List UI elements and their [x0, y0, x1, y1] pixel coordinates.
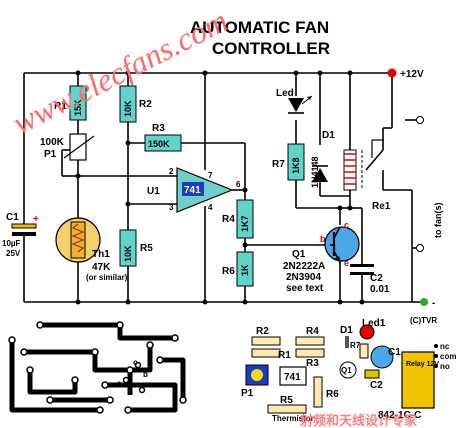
svg-text:Thermistor: Thermistor: [272, 414, 314, 423]
svg-text:3: 3: [169, 203, 174, 212]
svg-text:1K: 1K: [240, 264, 250, 276]
svg-text:100K: 100K: [40, 137, 65, 148]
svg-text:R4: R4: [306, 326, 319, 337]
svg-text:R2: R2: [139, 99, 152, 110]
svg-text:10K: 10K: [123, 245, 133, 262]
svg-text:Q1: Q1: [292, 249, 306, 260]
svg-text:R6: R6: [326, 389, 339, 400]
svg-text:e: e: [344, 258, 349, 268]
svg-text:com: com: [440, 352, 456, 361]
svg-text:25V: 25V: [6, 249, 21, 258]
svg-text:Led1: Led1: [362, 318, 386, 329]
svg-text:1K7: 1K7: [240, 215, 250, 232]
svg-text:15K: 15K: [73, 99, 83, 116]
svg-text:C2: C2: [370, 273, 383, 284]
svg-text:P1: P1: [241, 388, 254, 399]
svg-text:R6: R6: [222, 266, 235, 277]
svg-text:to fan(s): to fan(s): [433, 203, 443, 239]
resistor-r3: 150K R3: [144, 123, 182, 152]
resistor-r1: 15K R1: [54, 85, 87, 121]
svg-text:U1: U1: [147, 186, 160, 197]
resistor-r4: 1K7 R4: [222, 199, 254, 239]
svg-text:2N3904: 2N3904: [286, 272, 321, 283]
svg-text:Relay 12V: Relay 12V: [406, 361, 439, 368]
svg-text:C1: C1: [6, 212, 19, 223]
svg-text:R1: R1: [278, 350, 291, 361]
footer-watermark: 射频和天线设计专家: [299, 413, 418, 428]
svg-text:Led: Led: [276, 88, 294, 99]
svg-text:4: 4: [208, 203, 213, 212]
svg-text:see text: see text: [286, 283, 324, 294]
svg-text:R7: R7: [272, 159, 285, 170]
svg-text:10K: 10K: [123, 100, 133, 117]
wires: [23, 72, 420, 303]
svg-text:P1: P1: [44, 149, 57, 160]
svg-text:b: b: [320, 234, 326, 244]
pcb-pads: [8, 321, 187, 414]
svg-text:Re1: Re1: [372, 201, 391, 212]
resistor-r6: 1K R6: [222, 251, 254, 287]
diode-d1: D1 1N4148: [310, 130, 335, 188]
svg-text:741: 741: [284, 372, 301, 383]
led: Led: [276, 88, 313, 114]
svg-text:Q1: Q1: [341, 366, 352, 375]
svg-text:R3: R3: [306, 358, 319, 369]
supply-terminal-positive: [387, 68, 397, 78]
junction-dots: [75, 70, 365, 305]
thermistor-th1: Th1 47K (or similar): [55, 217, 128, 282]
svg-text:c: c: [133, 358, 138, 367]
title-line2: CONTROLLER: [212, 39, 330, 58]
svg-text:D1: D1: [322, 130, 335, 141]
potentiometer-p1: 100K P1: [40, 133, 95, 161]
credit: (C)TVR: [410, 316, 437, 325]
resistor-r5: 10K R5: [119, 229, 153, 267]
svg-text:2: 2: [169, 167, 174, 176]
svg-text:1K8: 1K8: [291, 157, 301, 174]
capacitor-c2: C2 0.01: [350, 264, 390, 295]
relay-re1: Re1: [343, 139, 391, 212]
supply-label: +12V: [400, 69, 424, 80]
svg-text:R1: R1: [54, 101, 67, 112]
svg-text:(or similar): (or similar): [86, 273, 128, 282]
svg-text:c: c: [344, 220, 349, 230]
svg-text:nc: nc: [440, 342, 450, 351]
svg-text:R3: R3: [152, 123, 165, 134]
svg-text:7: 7: [208, 171, 213, 180]
capacitor-c1: + C1 10µF 25V: [2, 212, 39, 258]
svg-text:0.01: 0.01: [370, 284, 390, 295]
svg-text:+: +: [33, 214, 39, 225]
pcb-traces: [9, 322, 186, 413]
svg-text:R5: R5: [140, 243, 153, 254]
svg-text:741: 741: [184, 185, 201, 196]
svg-text:D1: D1: [340, 325, 353, 336]
opamp-u1: 741 U1 2 3 7 4 6: [147, 167, 241, 213]
svg-text:R2: R2: [256, 326, 269, 337]
svg-text:Th1: Th1: [92, 249, 110, 260]
fan-terminals: to fan(s): [412, 116, 443, 252]
svg-text:e: e: [117, 379, 122, 388]
svg-text:C1: C1: [388, 347, 401, 358]
supply-terminal-ground: [420, 298, 428, 306]
svg-text:150K: 150K: [148, 139, 170, 149]
resistor-r7: 1K8 R7: [272, 143, 305, 181]
svg-text:R4: R4: [222, 214, 235, 225]
svg-text:R5: R5: [280, 395, 293, 406]
svg-text:2N2222A: 2N2222A: [283, 261, 325, 272]
svg-text:6: 6: [236, 180, 241, 189]
svg-text:no: no: [440, 362, 450, 371]
svg-text:C2: C2: [370, 380, 383, 391]
svg-text:1N4148: 1N4148: [310, 156, 320, 188]
transistor-q1: b c e Q1 2N2222A 2N3904 see text: [283, 220, 360, 294]
svg-text:R7: R7: [350, 341, 361, 350]
svg-text:10µF: 10µF: [2, 239, 21, 248]
svg-text:b: b: [143, 370, 148, 379]
ground-label: -: [432, 298, 435, 309]
title-line1: AUTOMATIC FAN: [190, 18, 329, 37]
component-layout: R2 R4 R1 R3 D1 Led1 R7 C1 Q1 C2 P1 741 R…: [241, 318, 456, 423]
svg-text:47K: 47K: [92, 262, 111, 273]
resistor-r2: 10K R2: [119, 85, 152, 123]
svg-text:842-1C-C: 842-1C-C: [378, 410, 421, 421]
